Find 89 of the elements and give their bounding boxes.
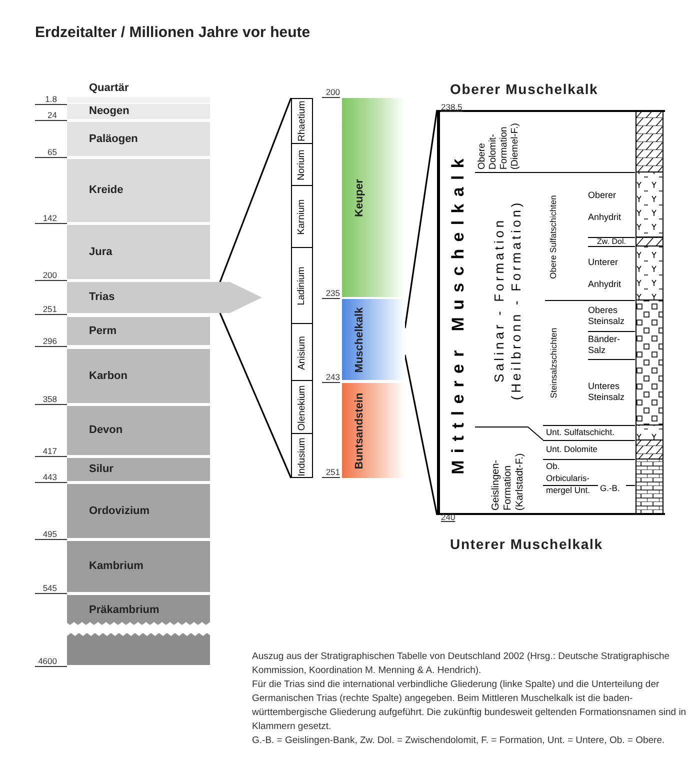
formation-name: Geislingen-Formation (Karlstadt-F.) — [490, 452, 526, 512]
era-name: Trias — [89, 292, 115, 303]
age-label: 4600 — [38, 656, 57, 666]
stage-name: Anisium — [297, 336, 307, 370]
age-label: 495 — [42, 529, 57, 539]
era-band — [67, 122, 210, 156]
stage-name: Ladinium — [297, 266, 307, 306]
era-name: Karbon — [89, 370, 128, 382]
stage-name: Karnium — [297, 199, 307, 235]
age-label: 545 — [42, 583, 57, 593]
age-label: 251 — [42, 304, 57, 314]
layer-name: Oberes Steinsalz — [588, 304, 626, 326]
age-label: 238.5 — [441, 102, 462, 112]
age-label: 296 — [42, 336, 57, 346]
bed-label: G.-B. — [600, 483, 620, 493]
zoom-line — [219, 312, 292, 478]
layer-name: Ob. Orbicularis-mergel Unt. — [546, 460, 591, 496]
era-name: Quartär — [89, 83, 129, 94]
note-text: G.-B. = Geislingen-Bank, Zw. Dol. = Zwischendolomit, F. = Formation, Unt. = Untere, Ob. = Obere. — [252, 734, 666, 748]
stage-cell — [291, 380, 313, 433]
age-label: 235 — [322, 288, 340, 299]
note-text: Für die Trias sind die international verbindliche Gliederung (linke Spalte) und die Unterteilung der Germanischen Trias (rechte Spalte) angegeben. Beim Mittleren Muschelkalk ist die baden-württembergische Gliederung aufgeführt. Die zukünftig bundesweit geltenden Formationsnamen sind in Klammern gesetzt. — [252, 678, 688, 734]
age-label: 251 — [322, 467, 340, 478]
layer-name: Oberer Anhydrit — [588, 188, 622, 224]
era-band — [67, 349, 210, 403]
formation-name: Salinar - Formation (Heilbronn - Formation) — [490, 198, 524, 402]
chart-title: Erdzeitalter / Millionen Jahre vor heute — [35, 23, 310, 43]
age-label: 200 — [322, 87, 340, 98]
section-heading: Oberer Muschelkalk — [450, 81, 598, 97]
era-band — [67, 282, 262, 313]
section-heading: Unterer Muschelkalk — [450, 536, 603, 552]
series-name: Keuper — [354, 178, 364, 216]
era-band — [67, 159, 210, 222]
series-bar — [342, 98, 405, 297]
layer-name: Zw. Dol. — [597, 238, 626, 246]
age-label: 24 — [48, 110, 57, 120]
era-band — [67, 406, 210, 455]
era-name: Jura — [89, 246, 112, 258]
age-label: 1.8 — [45, 94, 57, 104]
era-name: Devon — [89, 425, 123, 436]
zoom-line — [404, 110, 438, 328]
era-band — [67, 458, 210, 481]
zoom-line — [219, 98, 292, 282]
section-frame — [437, 110, 665, 515]
layer-name: Unt. Sulfatschicht. — [546, 428, 615, 437]
layer-group-name: Steinsalzschichten — [548, 327, 558, 398]
era-name: Ordovizium — [89, 506, 150, 516]
age-label: 243 — [322, 372, 340, 383]
era-band — [67, 104, 210, 119]
series-name: Buntsandstein — [354, 392, 364, 469]
layer-name: Unterer Anhydrit — [588, 256, 622, 291]
era-name: Silur — [89, 464, 114, 475]
zoom-line — [404, 354, 438, 516]
era-band — [67, 484, 210, 538]
stage-name: Norium — [297, 150, 307, 180]
layer-name: Unteres Steinsalz — [588, 381, 626, 403]
era-band — [67, 317, 210, 345]
stage-cell — [291, 433, 313, 478]
unit-name: Mittlerer Muschelkalk — [448, 151, 466, 474]
age-label: 443 — [42, 472, 57, 482]
stage-name: Indusium — [297, 437, 307, 476]
layer-group-name: Obere Sulfatschichten — [548, 195, 558, 279]
era-band — [67, 541, 210, 592]
layer-name: Unt. Dolomite — [546, 445, 598, 454]
age-label: 142 — [42, 213, 57, 223]
era-name: Kambrium — [89, 561, 144, 572]
stage-name: Olenekium — [297, 384, 307, 430]
era-band — [67, 225, 210, 279]
age-label: 200 — [42, 270, 57, 280]
series-bar — [342, 383, 405, 478]
formation-name: Obere Dolomit-Formation (Diemel-F.) — [476, 122, 520, 171]
stage-column — [291, 98, 313, 478]
age-label: 65 — [48, 147, 57, 157]
era-name: Kreide — [89, 185, 124, 196]
era-band — [67, 633, 210, 665]
age-label: 240 — [441, 512, 456, 522]
era-band — [67, 595, 210, 625]
caption-text: Auszug aus der Stratigraphischen Tabelle von Deutschland 2002 (Hrsg.: Deutsche Stratigraphische Kommission, Koordination M. Menning & A. Hendrich). — [252, 650, 671, 678]
layer-name: Bänder-Salz — [588, 334, 622, 356]
series-bar — [342, 299, 405, 380]
era-name: Paläogen — [89, 134, 138, 144]
era-band — [67, 80, 210, 103]
stage-name: Rhaetium — [297, 100, 307, 141]
series-name: Muschelkalk — [354, 306, 364, 372]
age-label: 417 — [42, 446, 57, 456]
era-name: Perm — [89, 326, 117, 336]
era-name: Neogen — [89, 106, 130, 117]
era-name: Präkambrium — [89, 604, 160, 616]
age-label: 358 — [42, 394, 57, 404]
